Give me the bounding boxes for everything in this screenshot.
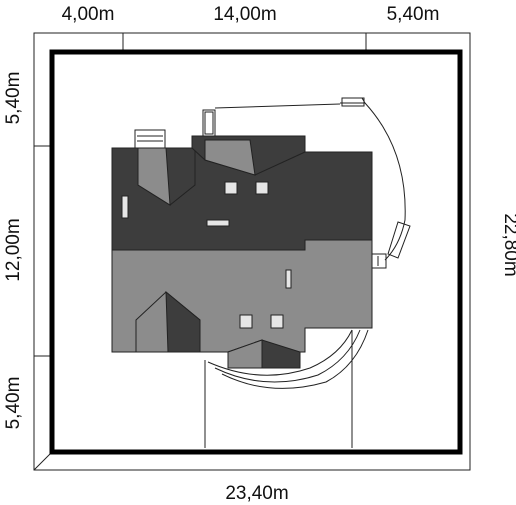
plot-boundary: [49, 49, 463, 455]
dim-bottom: 23,40m: [225, 483, 288, 504]
dim-top-left: 4,00m: [62, 4, 115, 25]
dim-top-right: 5,40m: [387, 4, 440, 25]
dimension-frame: [33, 32, 471, 471]
dim-left-middle: 12,00m: [3, 218, 24, 281]
dim-left-bottom: 5,40m: [3, 377, 24, 430]
entrance-steps: [207, 329, 369, 389]
roof-windows: [121, 181, 292, 329]
dim-right: 22,80m: [500, 213, 516, 276]
driveway: [204, 330, 353, 448]
chimney-top-middle: [202, 109, 216, 139]
roof-light-section: [111, 239, 373, 369]
dim-top-middle: 14,00m: [213, 4, 276, 25]
roof-dark-section: [111, 135, 373, 251]
chimney-top-left: [134, 129, 166, 149]
terrace: [340, 97, 411, 269]
roof-ridge-line: [214, 103, 341, 109]
dim-left-top: 5,40m: [3, 72, 24, 125]
